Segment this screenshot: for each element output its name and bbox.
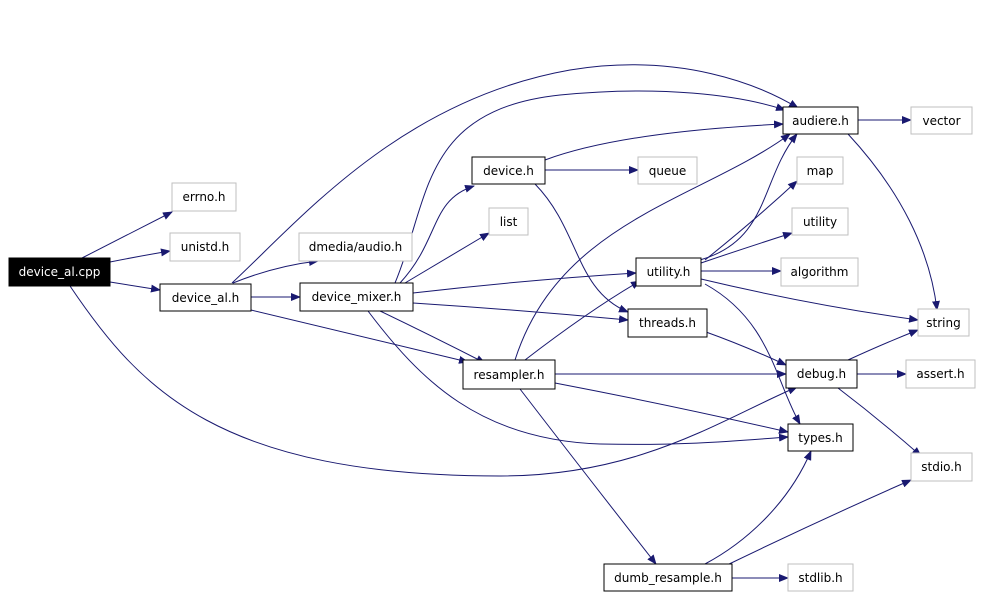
edge-utility-h-to-map <box>704 180 798 261</box>
node-label: algorithm <box>791 265 849 279</box>
node-debug-h[interactable]: debug.h <box>785 359 858 389</box>
node-label: string <box>926 316 960 330</box>
node-label: stdio.h <box>921 460 961 474</box>
edge-utility-h-to-string <box>700 278 919 323</box>
node-string[interactable]: string <box>917 308 970 337</box>
node-device-h[interactable]: device.h <box>471 156 546 185</box>
node-errno-h[interactable]: errno.h <box>171 182 237 212</box>
edge-device-mixer-h-to-device-h <box>399 184 475 284</box>
edge-resampler-h-to-utility-h <box>524 280 641 361</box>
edge-resampler-h-to-audiere-h <box>514 133 791 361</box>
edge-layer <box>69 64 940 582</box>
node-label: audiere.h <box>792 114 849 128</box>
node-stdio-h[interactable]: stdio.h <box>910 452 973 482</box>
edge-device-mixer-h-to-threads-h <box>412 302 629 324</box>
node-label: vector <box>922 114 960 128</box>
edge-device-al-cpp-to-debug-h <box>69 285 798 477</box>
node-label: types.h <box>798 431 842 445</box>
node-label: device.h <box>483 164 534 178</box>
node-label: map <box>807 164 834 178</box>
node-audiere-h[interactable]: audiere.h <box>782 106 859 135</box>
node-dumb-resample-h[interactable]: dumb_resample.h <box>603 563 733 592</box>
node-label: device_mixer.h <box>312 290 402 304</box>
node-label: assert.h <box>916 367 964 381</box>
edge-device-al-h-to-audiere-h <box>231 64 799 284</box>
node-device-mixer-h[interactable]: device_mixer.h <box>299 282 414 312</box>
node-label: stdlib.h <box>798 571 842 585</box>
node-label: errno.h <box>183 190 226 204</box>
node-assert-h[interactable]: assert.h <box>905 359 976 389</box>
node-label: utility.h <box>647 265 691 279</box>
edge-device-al-h-to-resampler-h <box>250 309 469 364</box>
edge-utility-h-to-utility <box>700 231 793 264</box>
edge-threads-h-to-debug-h <box>705 331 787 366</box>
edge-resampler-h-to-dumb-resample-h <box>519 388 657 565</box>
node-utility-h[interactable]: utility.h <box>635 257 702 287</box>
edge-device-al-h-to-dmedia-audio-h <box>232 258 319 284</box>
edge-device-h-to-threads-h <box>534 183 629 313</box>
node-threads-h[interactable]: threads.h <box>627 308 708 338</box>
edge-device-mixer-h-to-utility-h <box>412 269 637 294</box>
node-label: debug.h <box>797 367 846 381</box>
node-label: queue <box>649 164 687 178</box>
edge-device-al-cpp-to-device-al-h <box>109 281 161 293</box>
node-label: unistd.h <box>181 240 230 254</box>
node-label: device_al.h <box>172 291 240 305</box>
node-layer: device_al.cpp errno.h unistd.h device_al… <box>8 106 976 592</box>
node-label: threads.h <box>639 316 696 330</box>
edge-device-al-cpp-to-errno-h <box>81 211 173 259</box>
edge-device-h-to-audiere-h <box>544 120 784 161</box>
node-device-al-cpp[interactable]: device_al.cpp <box>8 257 111 287</box>
edge-debug-h-to-string <box>847 329 919 361</box>
node-stdlib-h[interactable]: stdlib.h <box>787 563 854 592</box>
node-device-al-h[interactable]: device_al.h <box>159 283 252 312</box>
node-list[interactable]: list <box>488 207 529 236</box>
edge-device-al-cpp-to-unistd-h <box>109 248 171 263</box>
node-types-h[interactable]: types.h <box>787 423 854 452</box>
node-label: device_al.cpp <box>19 265 101 279</box>
edge-dumb-resample-h-to-stdio-h <box>724 479 912 567</box>
node-queue[interactable]: queue <box>637 156 698 185</box>
edge-resampler-h-to-types-h <box>554 382 789 434</box>
edge-device-mixer-h-to-resampler-h <box>379 310 486 364</box>
edge-audiere-h-to-string <box>847 133 940 311</box>
node-label: list <box>500 215 518 229</box>
node-unistd-h[interactable]: unistd.h <box>169 232 241 262</box>
edge-device-mixer-h-to-types-h <box>367 310 789 445</box>
node-label: dmedia/audio.h <box>309 240 403 254</box>
node-resampler-h[interactable]: resampler.h <box>462 359 556 390</box>
edge-dumb-resample-h-to-types-h <box>704 450 812 565</box>
edge-debug-h-to-stdio-h <box>837 387 922 457</box>
node-label: resampler.h <box>474 368 545 382</box>
node-dmedia-audio-h[interactable]: dmedia/audio.h <box>298 232 413 262</box>
node-map[interactable]: map <box>796 156 844 185</box>
edge-device-mixer-h-to-audiere-h <box>394 90 786 284</box>
node-label: utility <box>803 215 837 229</box>
edge-utility-h-to-audiere-h <box>699 133 798 261</box>
node-algorithm[interactable]: algorithm <box>780 257 859 287</box>
node-utility[interactable]: utility <box>791 207 849 236</box>
node-vector[interactable]: vector <box>910 106 973 135</box>
edge-device-mixer-h-to-list <box>404 232 490 284</box>
node-label: dumb_resample.h <box>614 571 722 585</box>
edge-utility-h-to-types-h <box>704 283 801 425</box>
